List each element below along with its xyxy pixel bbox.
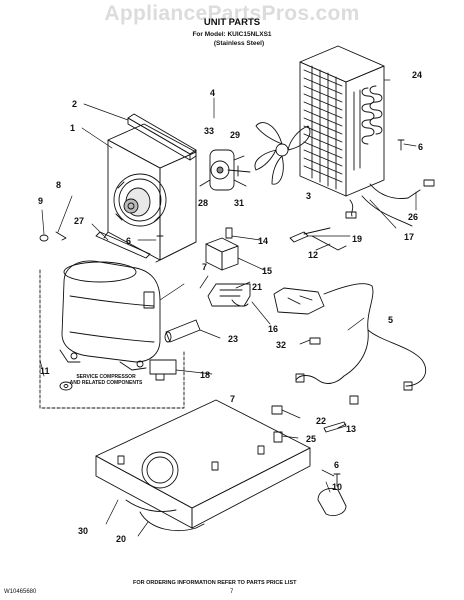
callout-23: 23 xyxy=(228,334,238,344)
model-subtitle: For Model: KUIC15NLXS1 (Stainless Steel) xyxy=(0,30,464,48)
clip-8 xyxy=(55,231,67,241)
wiring-harness-5 xyxy=(273,283,427,405)
compressor xyxy=(59,260,161,371)
callout-14: 14 xyxy=(258,236,268,246)
finish-line: (Stainless Steel) xyxy=(213,40,265,47)
callout-22: 22 xyxy=(316,416,326,426)
callout-31: 31 xyxy=(234,198,244,208)
service-compressor-note: SERVICE COMPRESSOR AND RELATED COMPONENT… xyxy=(46,374,166,387)
screw-6-base xyxy=(333,473,341,487)
callout-32: 32 xyxy=(276,340,286,350)
gasket-27 xyxy=(95,231,151,259)
washer-9 xyxy=(39,234,49,242)
watermark: AppliancePartsPros.com xyxy=(104,2,360,25)
clip-10 xyxy=(317,488,347,517)
clip-32 xyxy=(309,337,321,345)
model-line: For Model: KUIC15NLXS1 xyxy=(192,31,272,38)
cable-tie-19 xyxy=(289,227,331,243)
callout-18: 18 xyxy=(200,370,210,380)
base-pan xyxy=(95,399,311,529)
callout-6-shroud: 6 xyxy=(126,236,131,246)
callout-7-bottom: 7 xyxy=(230,394,235,404)
fan-blade-3 xyxy=(254,122,311,185)
fan-shroud-1 xyxy=(103,123,197,263)
callout-10: 10 xyxy=(332,482,342,492)
callout-17: 17 xyxy=(404,232,414,242)
callout-24: 24 xyxy=(412,70,422,80)
callout-29: 29 xyxy=(230,130,240,140)
callout-3: 3 xyxy=(306,191,311,201)
callout-11: 11 xyxy=(40,366,50,376)
callout-20: 20 xyxy=(116,534,126,544)
page-number: 7 xyxy=(230,589,234,595)
callout-19: 19 xyxy=(352,234,362,244)
grommet-11 xyxy=(59,381,73,391)
callout-1: 1 xyxy=(70,123,75,133)
callout-13: 13 xyxy=(346,424,356,434)
callout-26: 26 xyxy=(408,212,418,222)
callout-5: 5 xyxy=(388,315,393,325)
callout-30: 30 xyxy=(78,526,88,536)
condenser-screw-6 xyxy=(397,139,405,151)
callout-16: 16 xyxy=(268,324,278,334)
capillary-23 xyxy=(164,319,201,343)
callout-4: 4 xyxy=(210,88,215,98)
fan-motor-bracket xyxy=(199,149,251,191)
leader-lines xyxy=(39,79,417,537)
clip-25 xyxy=(273,431,283,443)
callout-6-base: 6 xyxy=(334,460,339,470)
diagram-title: UNIT PARTS xyxy=(203,17,261,28)
screw-13 xyxy=(323,421,347,433)
tie-strap-12 xyxy=(311,235,347,251)
callout-33: 33 xyxy=(204,126,214,136)
callout-8: 8 xyxy=(56,180,61,190)
service-note-line1: SERVICE COMPRESSOR xyxy=(76,374,136,380)
callout-12: 12 xyxy=(308,250,318,260)
callout-28: 28 xyxy=(198,198,208,208)
relay-14-15 xyxy=(205,227,239,271)
callout-21: 21 xyxy=(252,282,262,292)
sensor-wire-26-17 xyxy=(345,179,435,227)
screw-6-shroud xyxy=(156,235,164,247)
callout-27: 27 xyxy=(74,216,84,226)
bracket-21 xyxy=(207,283,251,307)
gasket-strip-2 xyxy=(127,113,197,161)
clip-22 xyxy=(271,405,283,415)
condenser-24 xyxy=(299,45,385,197)
callout-15: 15 xyxy=(262,266,272,276)
overload-18 xyxy=(149,359,177,381)
wire-20 xyxy=(139,511,205,531)
callout-6-condenser: 6 xyxy=(418,142,423,152)
service-note-line2: AND RELATED COMPONENTS xyxy=(69,380,143,387)
ordering-instruction: FOR ORDERING INFORMATION REFER TO PARTS … xyxy=(133,580,297,586)
document-number: W10465680 xyxy=(4,589,37,595)
callout-labels: 1 2 3 4 5 6 6 6 7 7 8 9 10 11 12 13 14 1… xyxy=(38,70,423,544)
callout-9: 9 xyxy=(38,196,43,206)
callout-7-top: 7 xyxy=(202,262,207,272)
callout-25: 25 xyxy=(306,434,316,444)
service-box-dashed xyxy=(39,269,185,409)
callout-2: 2 xyxy=(72,99,77,109)
